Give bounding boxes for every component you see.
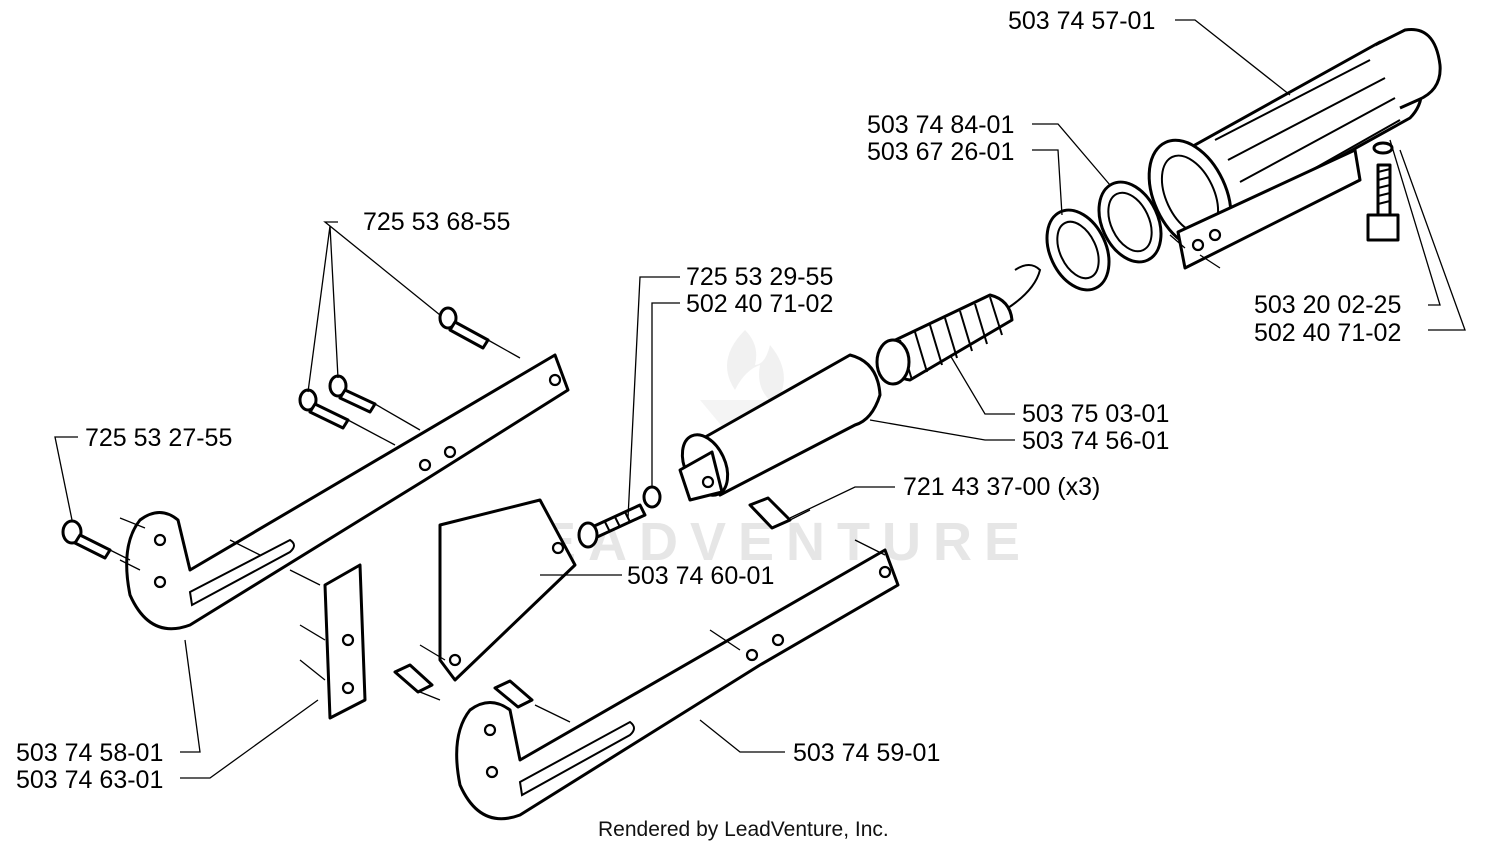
inner-tube: [678, 353, 882, 502]
label-502-40-71-02-a: 502 40 71-02: [686, 290, 833, 318]
label-721-43-37-00: 721 43 37-00 (x3): [903, 473, 1100, 501]
right-hook-arm: [455, 548, 900, 821]
small-side-plate: [323, 563, 367, 720]
label-503-74-60-01: 503 74 60-01: [627, 562, 774, 590]
label-725-53-27-55: 725 53 27-55: [85, 424, 232, 452]
label-503-74-56-01: 503 74 56-01: [1022, 427, 1169, 455]
credit-line: Rendered by LeadVenture, Inc.: [598, 818, 889, 841]
bolt-upper-2: [328, 374, 377, 414]
triangular-guide-plate: [438, 498, 577, 682]
small-bolt-washer: [577, 485, 662, 549]
label-503-74-63-01: 503 74 63-01: [16, 766, 163, 794]
roll-pin-2: [393, 663, 434, 694]
assembly-guide-lines: [109, 234, 1221, 723]
part-labels: 503 74 57-01 503 74 84-01 503 67 26-01 7…: [16, 7, 1401, 794]
label-503-74-57-01: 503 74 57-01: [1008, 7, 1155, 35]
seal-ring-outer: [1097, 180, 1163, 264]
leader-lines: [54, 19, 1466, 779]
tension-spring: [875, 264, 1042, 386]
label-503-74-58-01: 503 74 58-01: [16, 739, 163, 767]
label-503-67-26-01: 503 67 26-01: [867, 138, 1014, 166]
label-503-20-02-25: 503 20 02-25: [1254, 291, 1401, 319]
label-725-53-68-55: 725 53 68-55: [363, 208, 510, 236]
roll-pin-3: [493, 679, 534, 709]
bolt-left: [61, 519, 112, 560]
label-503-74-84-01: 503 74 84-01: [867, 111, 1014, 139]
seal-ring-inner: [1045, 208, 1111, 292]
bolt-upper-1: [438, 306, 490, 350]
label-502-40-71-02-b: 502 40 71-02: [1254, 319, 1401, 347]
outer-cylinder-housing: [1147, 27, 1442, 270]
label-503-74-59-01: 503 74 59-01: [793, 739, 940, 767]
label-725-53-29-55: 725 53 29-55: [686, 263, 833, 291]
label-503-75-03-01: 503 75 03-01: [1022, 400, 1169, 428]
housing-screw: [1366, 141, 1400, 242]
